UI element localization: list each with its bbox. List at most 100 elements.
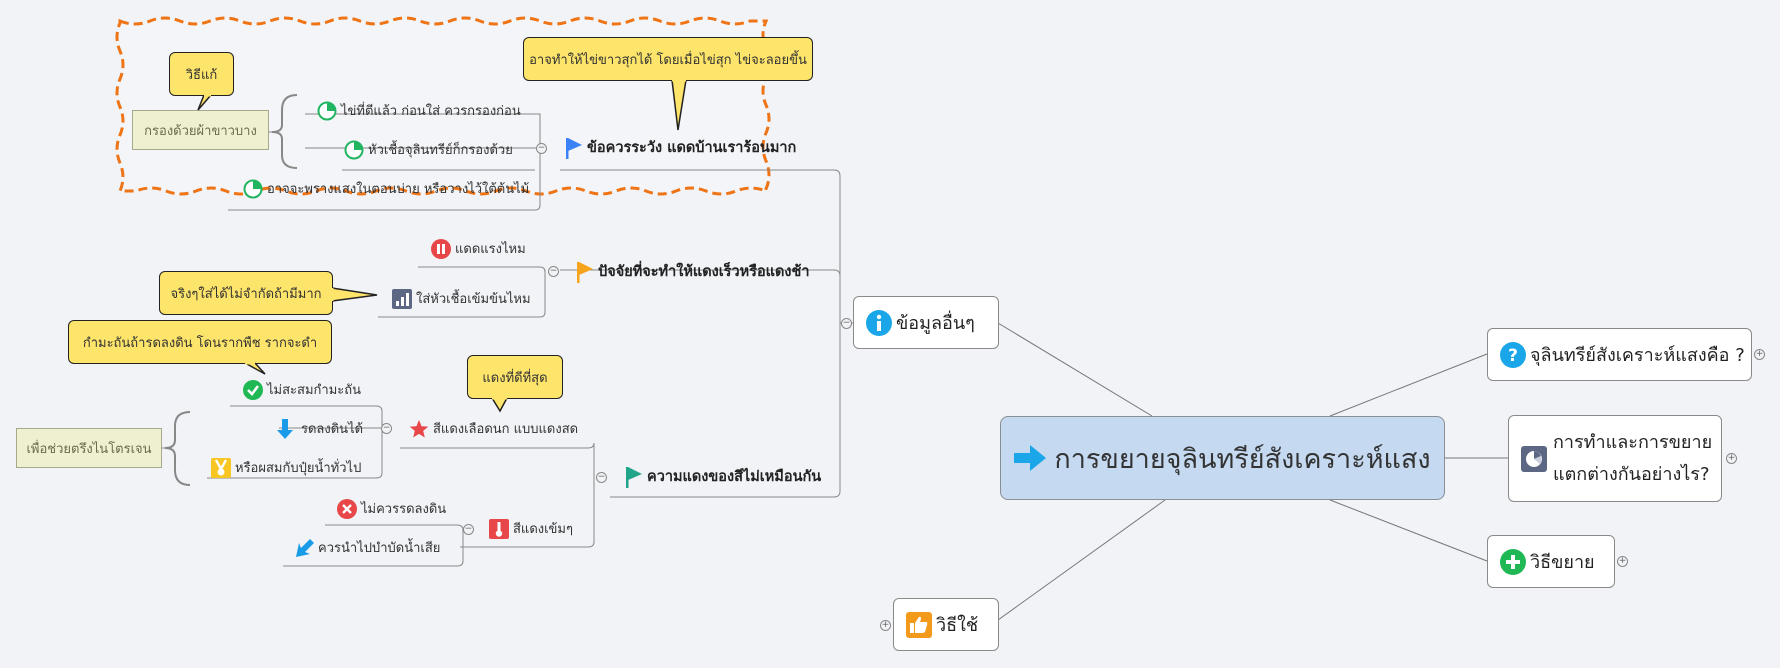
progress-quarter-icon — [344, 140, 364, 160]
callout-text: กำมะถันถ้ารดลงดิน โดนรากพืช รากจะดำ — [82, 335, 318, 351]
subtopic-label: ข้อควรระวัง แดดบ้านเราร้อนมาก — [587, 140, 797, 156]
bright-red-item-2[interactable]: รดลงดินได้ — [277, 418, 363, 439]
summary-label: เพื่อช่วยตรึงไนโตรเจน — [26, 441, 152, 457]
callout-caution: อาจทำให้ไข่ขาวสุกได้ โดยเมื่อไข่สุก ไข่จ… — [523, 37, 813, 81]
dark-red-item-1[interactable]: ไม่ควรรดลงดิน — [337, 498, 446, 519]
expand-toggle-how-to-expand[interactable]: + — [1617, 556, 1628, 567]
leaf-label: ควรนำไปบำบัดน้ำเสีย — [318, 541, 441, 556]
leaf-label: สีแดงเลือดนก แบบแดงสด — [433, 422, 579, 437]
dark-red-item-2[interactable]: ควรนำไปบำบัดน้ำเสีย — [296, 537, 440, 558]
leaf-label: ใส่หัวเชื้อเข้มข้นไหม — [416, 292, 531, 307]
main-topic-label: วิธีใช้ — [936, 615, 979, 636]
summary-bright-red[interactable]: เพื่อช่วยตรึงไนโตรเจน — [16, 428, 162, 468]
leaf-label: แดดแรงไหม — [455, 242, 526, 257]
summary-brace-caution — [271, 94, 298, 169]
leaf-label: ไข่ที่ตีแล้ว ก่อนใส่ ควรกรองก่อน — [341, 104, 521, 119]
leaf-label: อาจจะพรางแสงในตอนบ่าย หรือวางไว้ใต้ต้นไม… — [267, 182, 530, 197]
main-topic-label: วิธีขยาย — [1530, 552, 1595, 573]
callout-pointer — [197, 94, 212, 111]
thumbs-up-icon — [906, 611, 932, 638]
arrow-down-left-icon — [296, 538, 314, 557]
callout-text: วิธีแก้ — [185, 67, 218, 83]
connector-central-other-info — [997, 322, 1153, 417]
arrow-right-icon — [1014, 445, 1047, 471]
callout-bright-red: แดงที่ดีที่สุด — [467, 355, 563, 399]
main-topic-label-line2: แตกต่างกันอย่างไร? — [1553, 463, 1710, 485]
callout-bright-red-item-1: กำมะถันถ้ารดลงดิน โดนรากพืช รากจะดำ — [68, 320, 332, 364]
main-topic-label-line1: การทำและการขยาย — [1553, 431, 1713, 453]
collapse-toggle-factors[interactable]: − — [548, 266, 559, 277]
flag-orange-icon — [576, 261, 594, 283]
pause-icon — [431, 238, 451, 259]
main-topic-what-is[interactable]: ? จุลินทรีย์สังเคราะห์แสงคือ ? — [1487, 328, 1752, 381]
main-topic-how-to-use[interactable]: วิธีใช้ — [893, 598, 999, 651]
bright-red-item-3[interactable]: หรือผสมกับปุ๋ยน้ำทั่วไป — [211, 457, 361, 478]
summary-caution[interactable]: กรองด้วยผ้าขาวบาง — [132, 110, 269, 150]
expand-toggle-how-to-use[interactable]: + — [880, 620, 891, 631]
arrow-down-icon — [277, 418, 293, 439]
collapse-toggle-dark-red[interactable]: − — [463, 524, 474, 535]
expand-toggle-difference[interactable]: + — [1726, 453, 1737, 464]
progress-quarter-icon — [317, 101, 337, 121]
cross-icon — [337, 498, 357, 519]
callout-pointer — [491, 397, 508, 413]
expand-toggle-what-is[interactable]: + — [1754, 349, 1765, 360]
callout-pointer — [671, 79, 687, 131]
subtopic-factors[interactable]: ปัจจัยที่จะทำให้แดงเร็วหรือแดงช้า — [576, 260, 809, 283]
main-topic-label: จุลินทรีย์สังเคราะห์แสงคือ ? — [1530, 345, 1745, 366]
subtopic-label: ความแดงของสีไม่เหมือนกัน — [647, 469, 822, 485]
subtopic-caution[interactable]: ข้อควรระวัง แดดบ้านเราร้อนมาก — [565, 136, 796, 159]
collapse-toggle-caution[interactable]: − — [536, 143, 547, 154]
main-topic-label: ข้อมูลอื่นๆ — [896, 313, 975, 334]
main-topic-other-info[interactable]: ข้อมูลอื่นๆ — [853, 296, 999, 349]
main-topic-how-to-expand[interactable]: วิธีขยาย — [1487, 535, 1615, 588]
collapse-toggle-bright-red[interactable]: − — [381, 423, 392, 434]
summary-brace-redness — [164, 411, 191, 486]
subtopic-redness[interactable]: ความแดงของสีไม่เหมือนกัน — [625, 465, 821, 488]
collapse-toggle-other-info[interactable]: − — [841, 318, 852, 329]
redness-bright-red[interactable]: สีแดงเลือดนก แบบแดงสด — [409, 418, 578, 439]
collapse-toggle-redness[interactable]: − — [596, 472, 607, 483]
thermometer-icon — [489, 518, 509, 539]
check-icon — [243, 379, 263, 400]
connector-other-caution — [560, 169, 853, 324]
summary-label: กรองด้วยผ้าขาวบาง — [144, 123, 257, 139]
pie-chart-icon — [1521, 445, 1547, 472]
bright-red-item-1[interactable]: ไม่สะสมกำมะถัน — [243, 379, 361, 400]
connector-central-what-is — [1329, 353, 1488, 417]
question-icon: ? — [1500, 341, 1526, 368]
bar-chart-icon — [392, 288, 412, 309]
caution-item-2[interactable]: หัวเชื้อจุลินทรีย์ก็กรองด้วย — [344, 139, 513, 160]
leaf-label: ไม่สะสมกำมะถัน — [267, 383, 362, 398]
star-icon — [409, 419, 429, 439]
progress-quarter-icon — [243, 179, 263, 199]
callout-summary-caution: วิธีแก้ — [169, 52, 234, 96]
flag-green-icon — [625, 466, 643, 488]
main-topic-difference[interactable]: การทำและการขยาย แตกต่างกันอย่างไร? — [1508, 415, 1722, 502]
medal-icon — [211, 457, 231, 478]
factors-item-1[interactable]: แดดแรงไหม — [431, 238, 526, 259]
leaf-label: หัวเชื้อจุลินทรีย์ก็กรองด้วย — [368, 143, 513, 158]
redness-dark-red[interactable]: สีแดงเข้มๆ — [489, 518, 573, 539]
callout-pointer — [331, 287, 378, 302]
connector-central-how-use — [997, 499, 1166, 621]
central-topic[interactable]: การขยายจุลินทรีย์สังเคราะห์แสง — [1000, 416, 1445, 500]
leaf-label: ไม่ควรรดลงดิน — [361, 502, 447, 517]
plus-icon — [1500, 548, 1526, 575]
callout-text: แดงที่ดีที่สุด — [482, 370, 548, 386]
flag-blue-icon — [565, 137, 583, 159]
leaf-label: รดลงดินได้ — [301, 422, 364, 437]
callout-pointer — [244, 362, 266, 375]
callout-text: จริงๆใส่ได้ไม่จำกัดถ้ามีมาก — [170, 286, 322, 302]
callout-text: อาจทำให้ไข่ขาวสุกได้ โดยเมื่อไข่สุก ไข่จ… — [529, 52, 807, 68]
info-icon — [866, 309, 892, 336]
callout-factors-item-2: จริงๆใส่ได้ไม่จำกัดถ้ามีมาก — [159, 271, 333, 315]
factors-item-2[interactable]: ใส่หัวเชื้อเข้มข้นไหม — [392, 288, 531, 309]
caution-item-3[interactable]: อาจจะพรางแสงในตอนบ่าย หรือวางไว้ใต้ต้นไม… — [243, 178, 529, 199]
central-topic-label: การขยายจุลินทรีย์สังเคราะห์แสง — [1054, 443, 1431, 475]
subtopic-label: ปัจจัยที่จะทำให้แดงเร็วหรือแดงช้า — [598, 264, 810, 280]
connector-central-how-expand — [1329, 499, 1488, 562]
leaf-label: หรือผสมกับปุ๋ยน้ำทั่วไป — [235, 461, 362, 476]
svg-text:?: ? — [1508, 346, 1518, 366]
caution-item-1[interactable]: ไข่ที่ตีแล้ว ก่อนใส่ ควรกรองก่อน — [317, 100, 521, 121]
